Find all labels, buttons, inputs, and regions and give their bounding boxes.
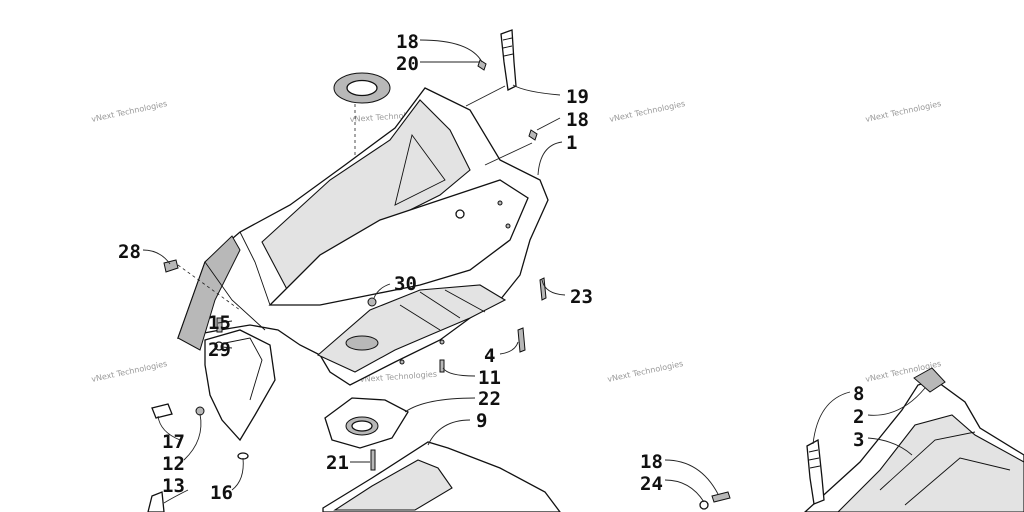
- callout-label: 13: [162, 475, 185, 497]
- leader-lines: [142, 39, 926, 504]
- watermark: vNext Technologies: [91, 99, 168, 124]
- main-body-panel: [177, 87, 549, 442]
- callout-label: 19: [566, 86, 589, 108]
- callout-label: 18: [640, 451, 663, 473]
- small-bracket: [147, 491, 165, 512]
- gasket-ring: [333, 72, 391, 104]
- callout-label: 4: [484, 345, 495, 367]
- watermark: vNext Technologies: [865, 99, 942, 124]
- strap-ribs: [502, 37, 514, 57]
- callout-label: 9: [476, 410, 487, 432]
- watermark: vNext Technologies: [607, 359, 684, 384]
- callout-label: 18: [396, 31, 419, 53]
- callout-label: 12: [162, 453, 185, 475]
- callout-label: 11: [478, 367, 501, 389]
- callout-label: 3: [853, 429, 864, 451]
- bottom-pan-recess: [333, 459, 453, 511]
- callout-labels: 18 20 19 18 1 28 30 23 15 29 4 11 22 9 1…: [118, 31, 864, 504]
- watermark: vNext Technologies: [609, 99, 686, 124]
- callout-label: 22: [478, 388, 501, 410]
- side-strap-ribs: [808, 449, 821, 469]
- watermark: vNext Technologies: [91, 359, 168, 384]
- callout-label: 18: [566, 109, 589, 131]
- callout-label: 8: [853, 383, 864, 405]
- callout-label: 20: [396, 53, 419, 75]
- mounting-bracket: [324, 397, 409, 449]
- callout-label: 16: [210, 482, 233, 504]
- callout-label: 28: [118, 241, 141, 263]
- callout-label: 29: [208, 339, 231, 361]
- callout-label: 2: [853, 406, 864, 428]
- callout-label: 1: [566, 132, 577, 154]
- callout-label: 30: [394, 273, 417, 295]
- side-strap: [806, 438, 825, 505]
- callout-label: 24: [640, 473, 663, 495]
- callout-label: 17: [162, 431, 185, 453]
- side-panel-assembly: [804, 367, 1024, 512]
- fasteners: [151, 59, 731, 510]
- callout-label: 21: [326, 452, 349, 474]
- callout-label: 15: [208, 312, 231, 334]
- callout-label: 23: [570, 286, 593, 308]
- strap: [500, 29, 517, 91]
